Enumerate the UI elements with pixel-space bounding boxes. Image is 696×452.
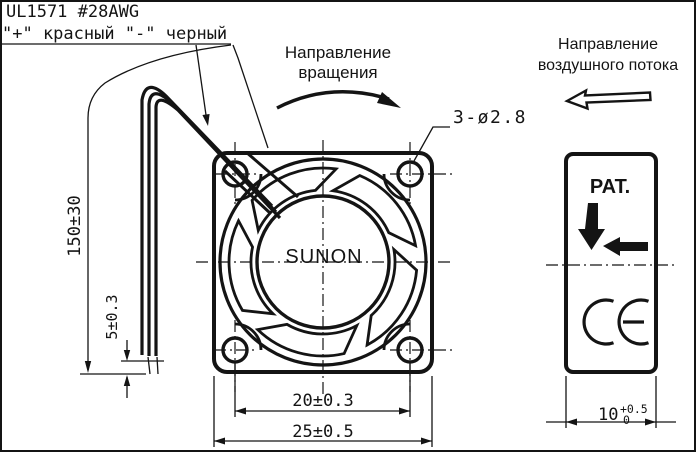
lead-wire [147, 92, 278, 356]
side-view: PAT. [564, 152, 658, 374]
corner-leader-line [232, 44, 269, 149]
wire-leader-arrowhead [202, 114, 210, 126]
airflow-label-line2: воздушного потока [538, 57, 678, 74]
wire-spec-note: UL1571 #28AWG [6, 2, 139, 22]
rotation-label-line1: Направление [285, 43, 391, 62]
strip-length-label: 5±0.3 [103, 294, 121, 339]
holes-dim-label: 3-ø2.8 [453, 107, 527, 128]
wire-exit-slot [223, 150, 299, 215]
lead-wire [140, 85, 274, 355]
ce-mark-icon [582, 298, 650, 346]
frame-width-label: 25±0.5 [292, 422, 353, 442]
wire-polarity-note: "+" красный "-" черный [2, 24, 227, 44]
lead-length-label: 150±30 [65, 195, 85, 256]
hub-brand-label: SUNON [285, 246, 362, 268]
annotations: UL1571 #28AWG "+" красный "-" черный Нап… [2, 2, 678, 268]
hole-pitch-label: 20±0.3 [292, 391, 353, 411]
wire-leader-line [195, 44, 208, 123]
bare-wire-tip [147, 356, 151, 375]
frame-depth-tol-lower: 0 [623, 413, 630, 427]
dimension-strip-length: 5±0.3 [80, 294, 164, 398]
dimension-hole-pitch: 20±0.3 [234, 362, 411, 417]
dimension-frame-width: 25±0.5 [213, 376, 433, 447]
down-arrow-icon [578, 203, 605, 250]
dimension-frame-depth: 10 +0.5 0 [546, 376, 676, 428]
airflow-label-line1: Направление [558, 36, 658, 53]
holes-leader-line [413, 126, 450, 162]
patent-label: PAT. [590, 176, 630, 198]
bare-wire-tip [156, 356, 159, 375]
rotation-arrow-icon [276, 90, 401, 110]
corner-bosses [234, 173, 411, 351]
wire-leads [140, 85, 282, 375]
dimension-lead-length: 150±30 [65, 44, 232, 373]
frame-depth-tol-upper: +0.5 [620, 402, 648, 416]
left-arrow-icon [603, 237, 648, 256]
airflow-arrow-icon [564, 88, 652, 111]
rotation-label-line2: вращения [298, 63, 377, 82]
fan-side-outline [564, 152, 658, 374]
frame-depth-label: 10 [598, 405, 618, 425]
lead-wire [154, 98, 282, 356]
